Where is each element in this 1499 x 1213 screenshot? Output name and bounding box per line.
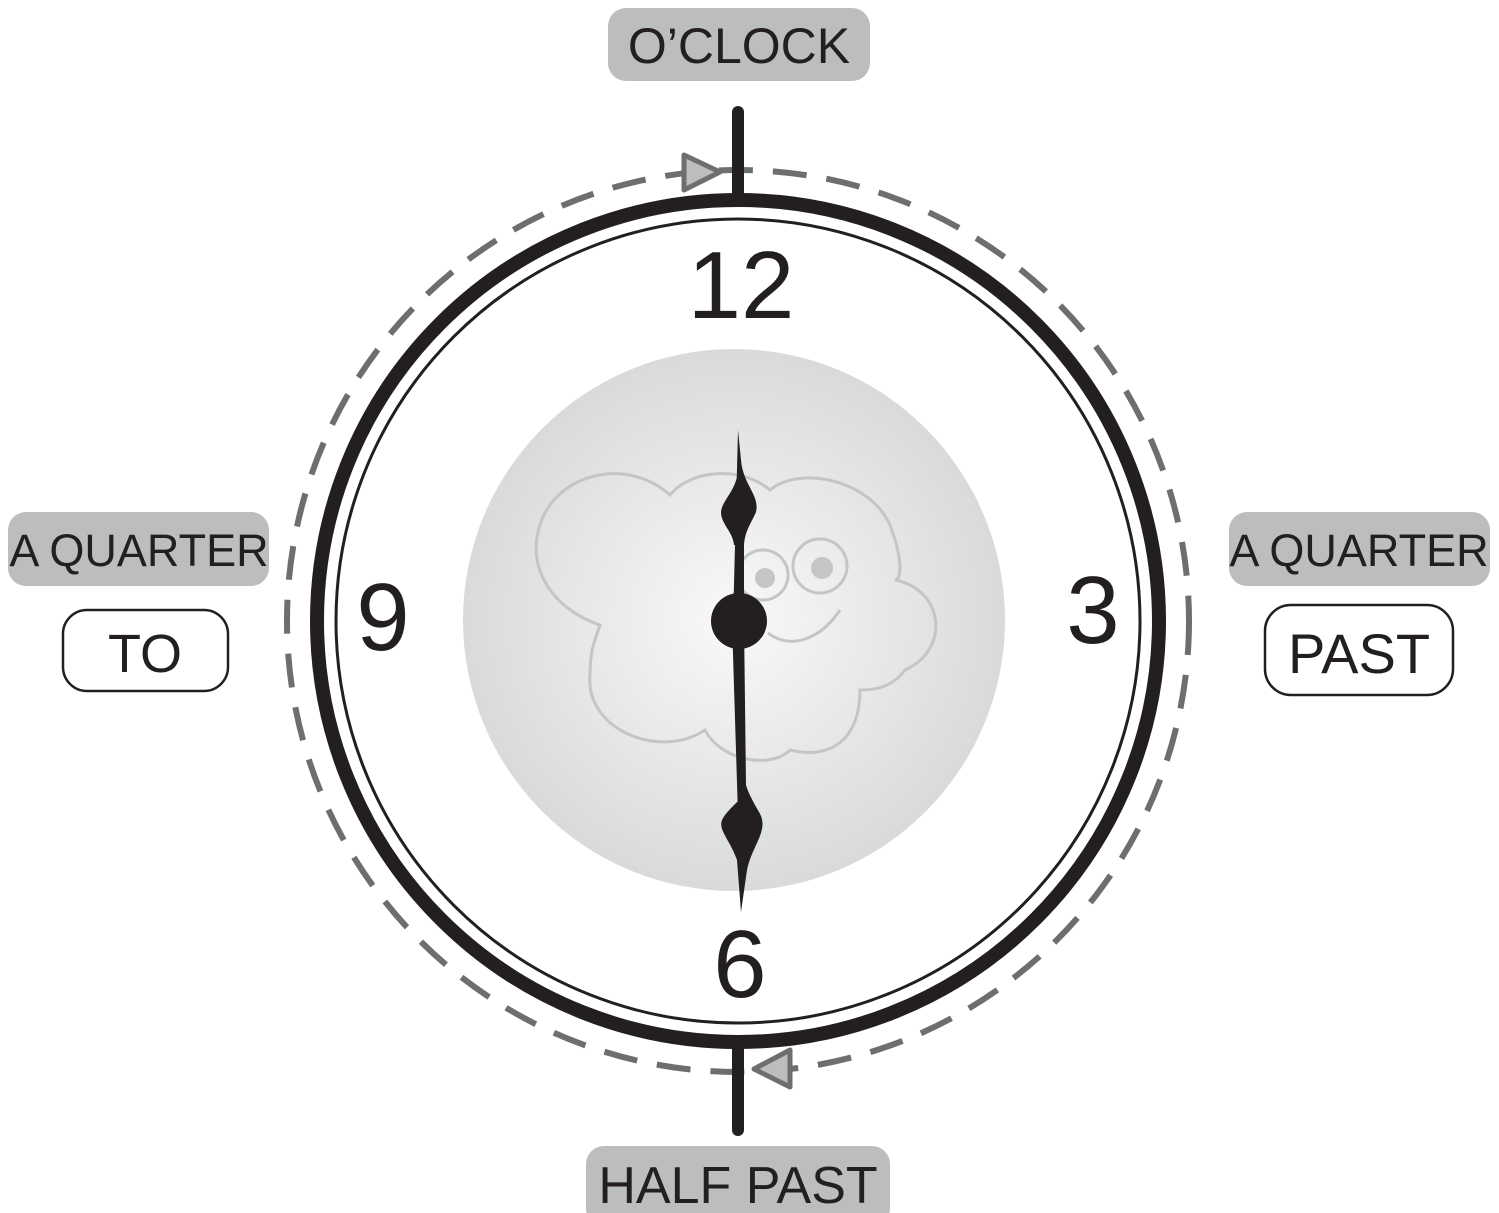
label-past: PAST bbox=[1288, 622, 1430, 685]
label-half-past: HALF PAST bbox=[598, 1157, 877, 1213]
hand-pivot bbox=[711, 593, 767, 649]
clock-number-6: 6 bbox=[713, 911, 766, 1018]
arrow-right-icon bbox=[684, 155, 720, 190]
label-oclock: O’CLOCK bbox=[628, 18, 850, 74]
label-quarter-past-upper: A QUARTER bbox=[1229, 525, 1488, 576]
label-to: TO bbox=[108, 624, 182, 684]
label-quarter-to-upper: A QUARTER bbox=[9, 525, 268, 576]
clock-number-3: 3 bbox=[1066, 557, 1119, 664]
clock-number-12: 12 bbox=[688, 232, 795, 339]
arrow-left-icon bbox=[754, 1050, 790, 1087]
clock-number-9: 9 bbox=[356, 564, 409, 671]
